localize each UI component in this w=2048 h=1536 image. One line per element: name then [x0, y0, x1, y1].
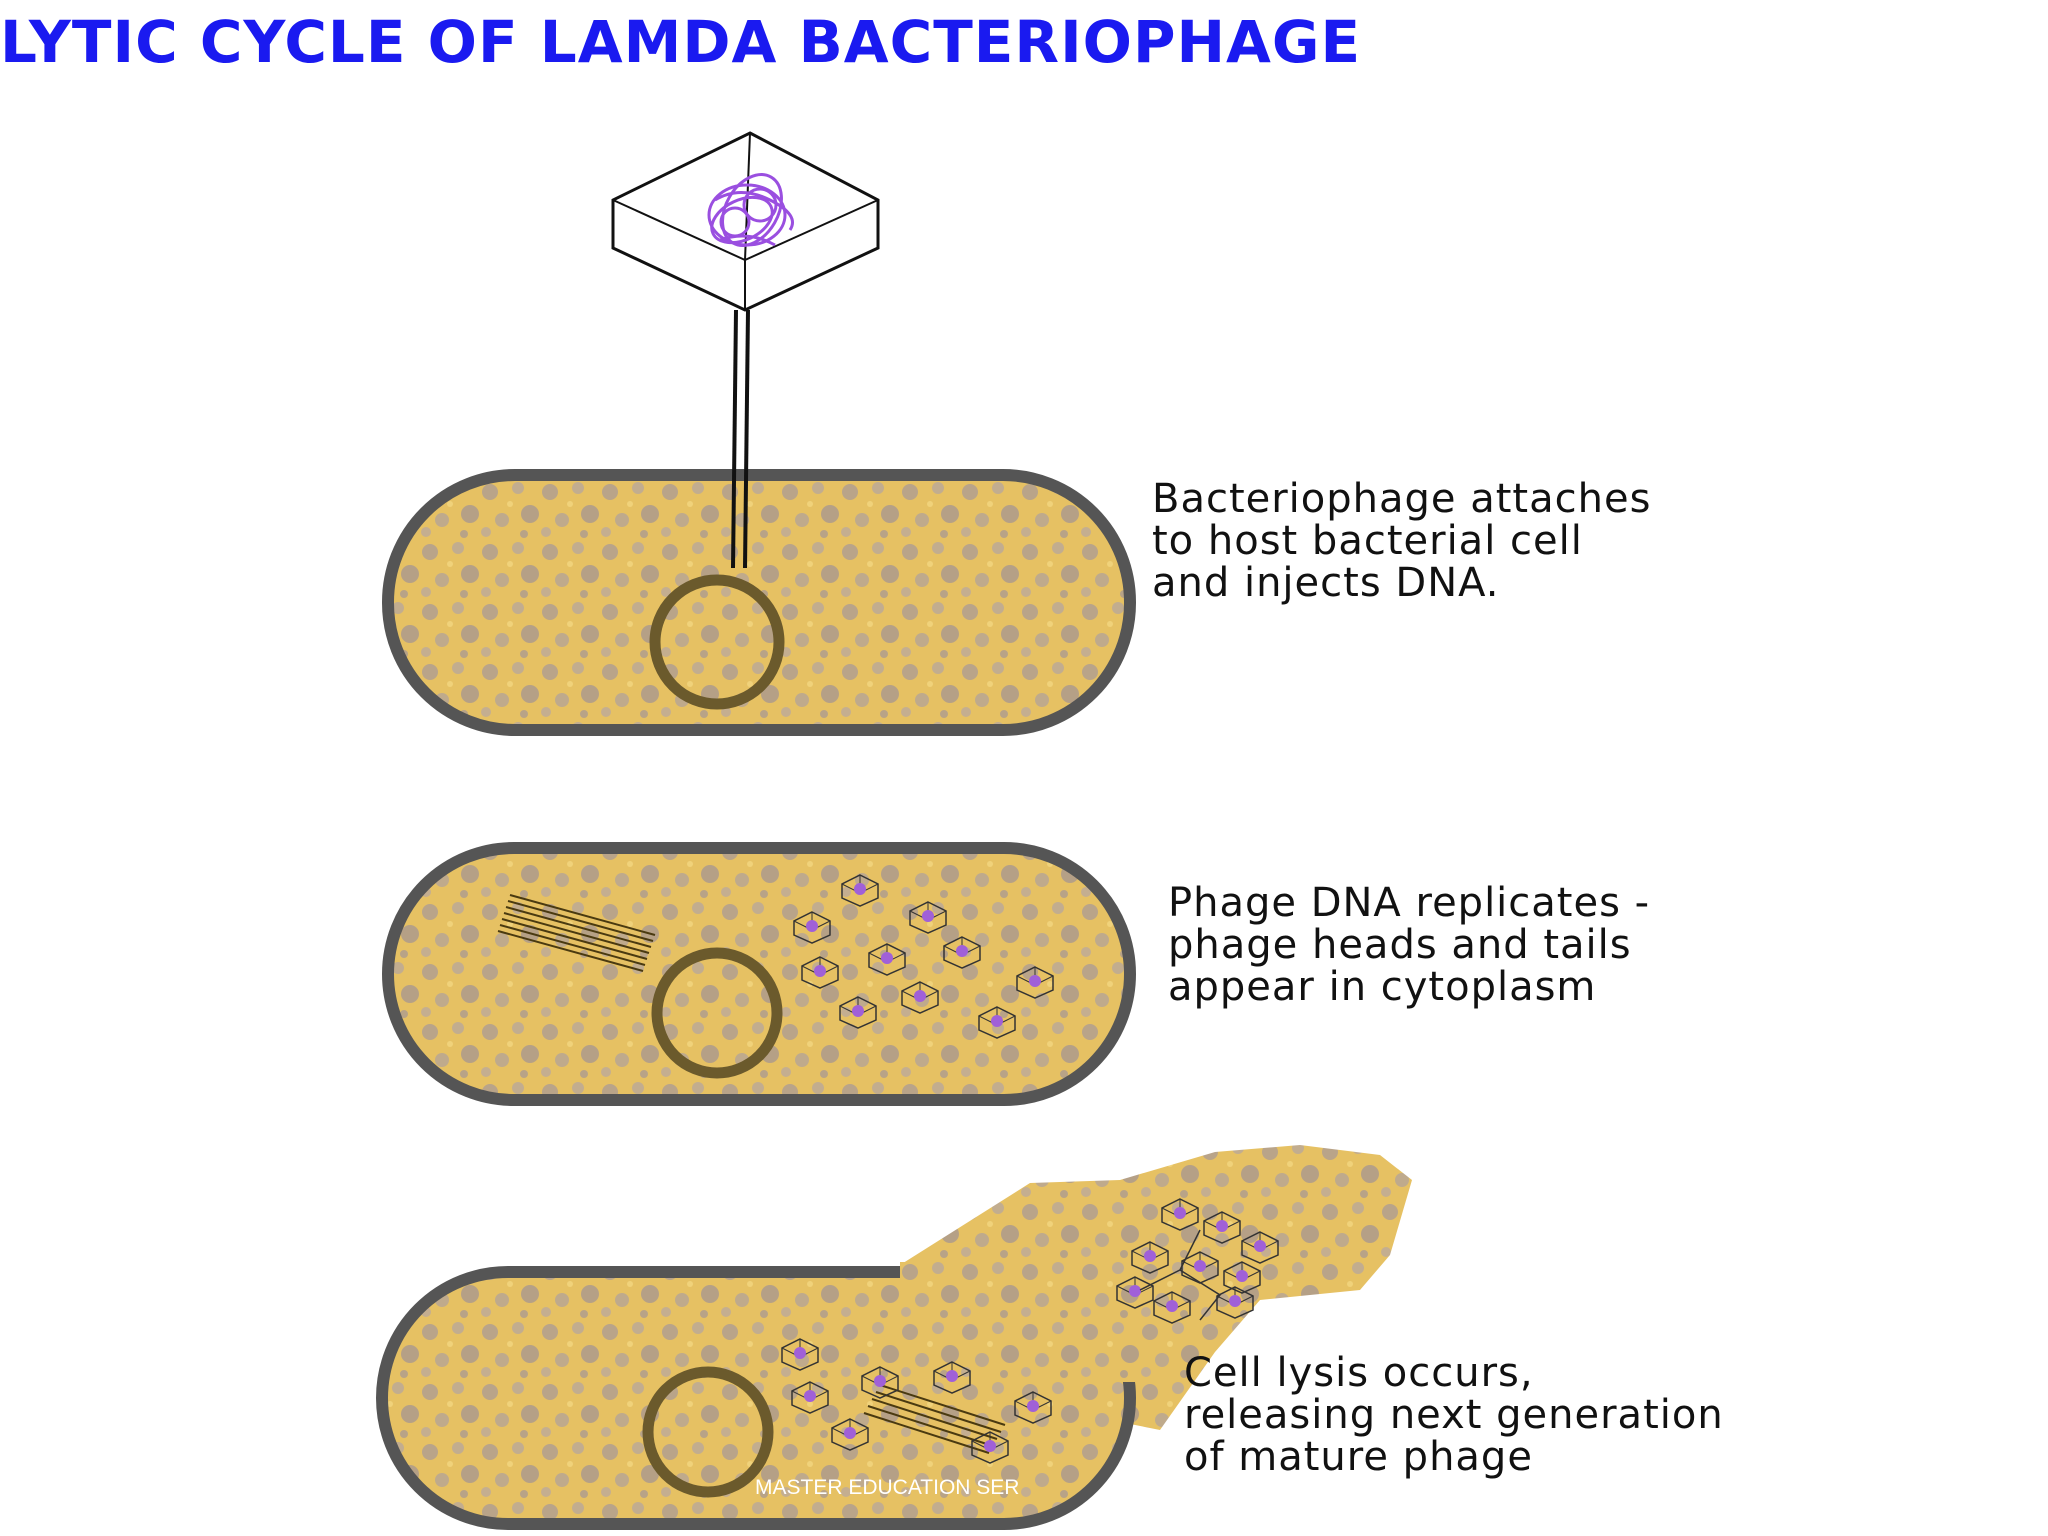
step-3-line-1: Cell lysis occurs, [1184, 1350, 1534, 1396]
replicating-dna [863, 1384, 1006, 1454]
watermark-text: MASTER EDUCATION SER [755, 1476, 1020, 1499]
diagram-title: LYTIC CYCLE OF LAMDA BACTERIOPHAGE [0, 8, 1362, 76]
dna-tangle [707, 173, 794, 247]
step-2-line-2: phage heads and tails [1168, 922, 1632, 968]
chromosome-ring [642, 1366, 774, 1498]
step-1-line-1: Bacteriophage attaches [1152, 476, 1652, 522]
step-2-line-3: appear in cytoplasm [1168, 964, 1597, 1010]
lysed-membrane-fragment [900, 1145, 1412, 1430]
chromosome-ring [649, 574, 785, 710]
step-1-caption: Bacteriophage attaches to host bacterial… [1152, 478, 1651, 604]
step-2-caption: Phage DNA replicates - phage heads and t… [1168, 882, 1650, 1008]
bacterium-3 [376, 1145, 1412, 1530]
step-3-line-3: of mature phage [1184, 1434, 1533, 1480]
step-1-line-3: and injects DNA. [1152, 560, 1500, 606]
phage-attaching [611, 131, 880, 569]
replicating-dna [497, 894, 656, 972]
step-2-line-1: Phage DNA replicates - [1168, 880, 1651, 926]
step-3-caption: Cell lysis occurs, releasing next genera… [1184, 1352, 1724, 1478]
bacterium-1 [382, 469, 1136, 736]
bacterium-2 [382, 842, 1136, 1106]
released-phages [1116, 1198, 1279, 1324]
step-3-line-2: releasing next generation [1184, 1392, 1724, 1438]
chromosome-ring [651, 947, 783, 1079]
step-1-line-2: to host bacterial cell [1152, 518, 1583, 564]
